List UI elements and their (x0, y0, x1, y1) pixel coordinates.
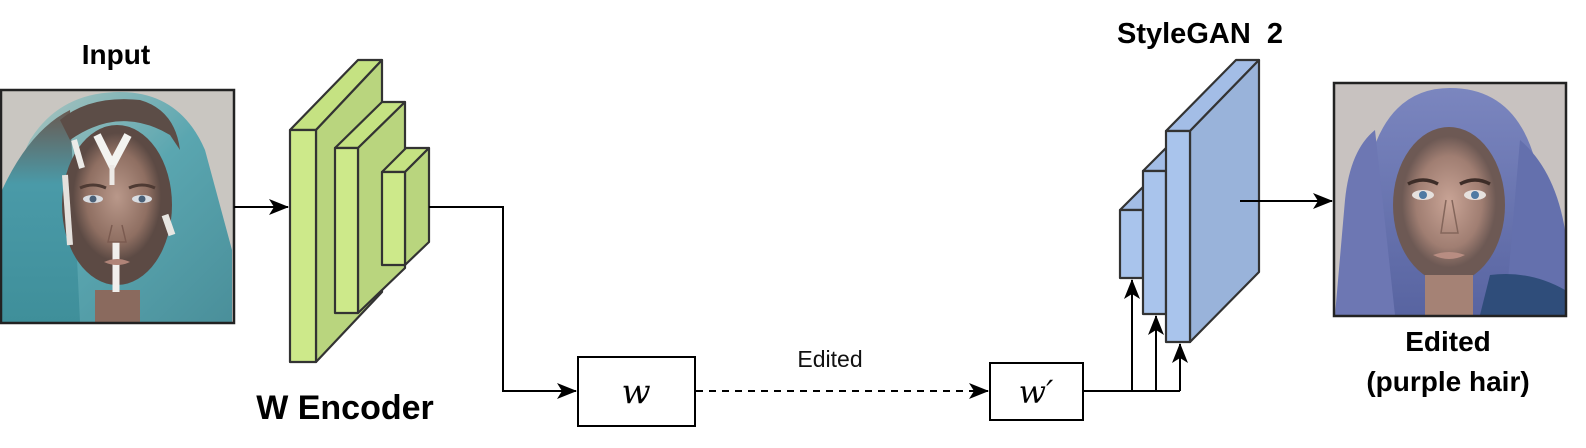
w-latent-box: w (577, 356, 696, 427)
encoder-label: W Encoder (256, 389, 434, 427)
encoder-slab-3 (380, 146, 431, 267)
edit-arrow-label: Edited (797, 346, 862, 372)
generator-slab-3 (1164, 58, 1261, 344)
output-label-line1: Edited (1405, 326, 1491, 357)
encoder-block (288, 58, 431, 364)
generator-block (1118, 58, 1261, 344)
w-prime-latent-box: w′ (989, 362, 1084, 421)
arrow-w-prime-to-generator (1083, 279, 1188, 392)
generator-label: StyleGAN 2 (1117, 18, 1283, 50)
w-prime-label: w′ (1019, 373, 1054, 411)
w-label: w (621, 372, 650, 412)
input-image (0, 88, 236, 325)
output-image (1332, 81, 1568, 318)
arrow-encoder-to-w (429, 206, 577, 399)
input-label: Input (82, 39, 150, 70)
output-label-line2: (purple hair) (1366, 366, 1529, 397)
